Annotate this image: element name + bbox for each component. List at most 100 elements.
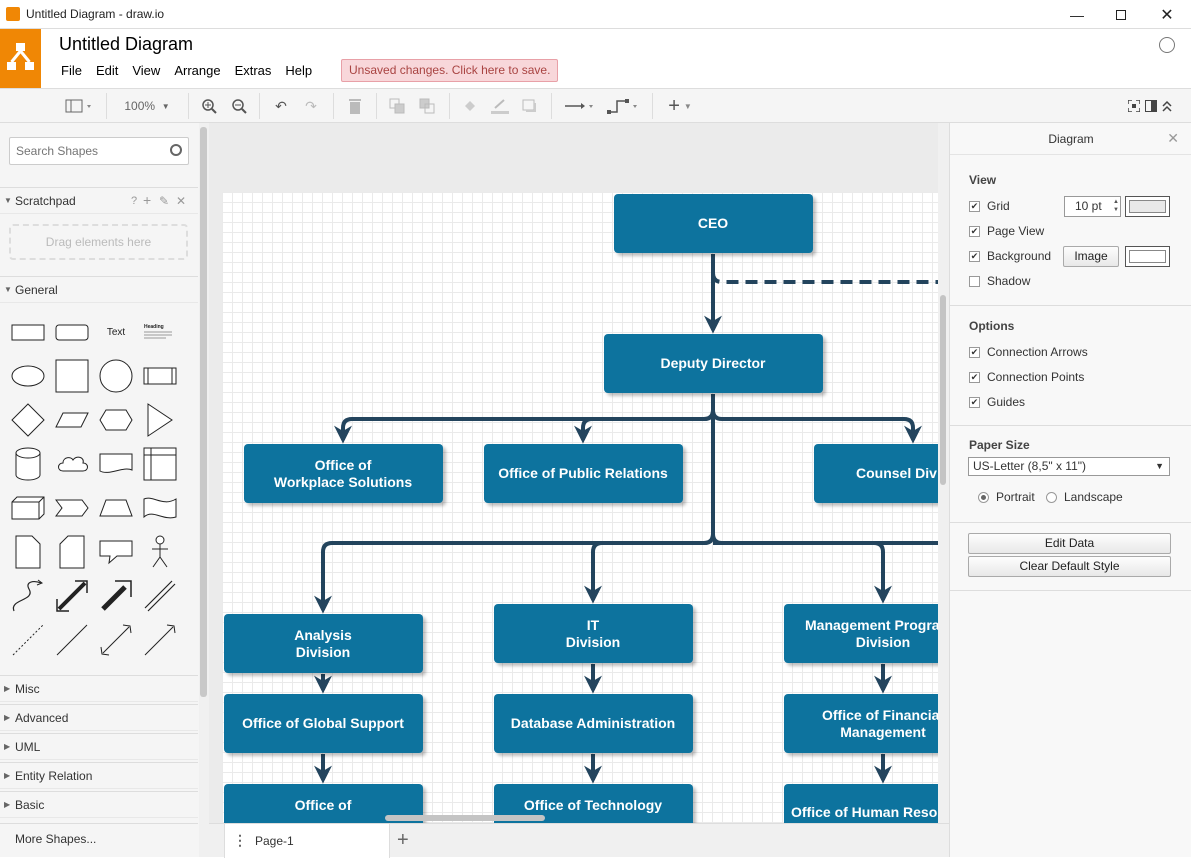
menu-edit[interactable]: Edit: [95, 63, 119, 78]
landscape-option[interactable]: Landscape: [1046, 490, 1123, 504]
node-it-division[interactable]: [494, 604, 693, 663]
minimize-button[interactable]: —: [1070, 6, 1084, 23]
node-management-division[interactable]: [784, 604, 949, 663]
connection-arrows-checkbox[interactable]: ✔: [969, 346, 980, 358]
document-title[interactable]: Untitled Diagram: [59, 34, 194, 54]
scratchpad-add-icon[interactable]: +: [143, 192, 152, 208]
scratchpad-dropzone[interactable]: Drag elements here: [9, 224, 188, 260]
collapse-chevron-icon[interactable]: [1159, 95, 1175, 117]
circle-shape[interactable]: [96, 356, 136, 396]
zoom-dropdown[interactable]: 100% ▼: [124, 99, 170, 113]
portrait-option[interactable]: Portrait: [978, 490, 1035, 504]
menu-arrange[interactable]: Arrange: [174, 63, 221, 78]
canvas-vertical-scrollbar[interactable]: [940, 295, 946, 485]
menu-help[interactable]: Help: [285, 63, 313, 78]
rectangle-shape[interactable]: [8, 312, 48, 352]
shadow-icon[interactable]: [519, 95, 541, 117]
portrait-radio[interactable]: [978, 491, 989, 503]
background-checkbox[interactable]: ✔: [969, 250, 980, 262]
square-shape[interactable]: [52, 356, 92, 396]
format-panel-close-icon[interactable]: ✕: [1167, 130, 1179, 146]
bidirectional-connector-shape[interactable]: [96, 620, 136, 660]
scratchpad-edit-icon[interactable]: ✎: [159, 194, 170, 208]
text-shape[interactable]: Text: [106, 326, 126, 338]
diagram-canvas[interactable]: CEO Deputy Director Office of Workplace …: [209, 123, 949, 823]
background-row[interactable]: ✔Background: [969, 249, 1051, 263]
uml-section-header[interactable]: ▶UML: [0, 733, 198, 760]
advanced-section-header[interactable]: ▶Advanced: [0, 704, 198, 731]
language-globe-icon[interactable]: [1159, 37, 1175, 53]
grid-checkbox[interactable]: ✔: [969, 200, 980, 212]
general-section-header[interactable]: ▼General: [0, 276, 198, 303]
ellipse-shape[interactable]: [8, 356, 48, 396]
node-technology[interactable]: [494, 784, 693, 823]
zoom-out-icon[interactable]: [228, 95, 250, 117]
bidirectional-arrow-shape[interactable]: [52, 576, 92, 616]
undo-icon[interactable]: ↶: [275, 97, 287, 114]
grid-row[interactable]: ✔Grid: [969, 199, 1010, 213]
menu-view[interactable]: View: [132, 63, 161, 78]
connection-points-checkbox[interactable]: ✔: [969, 371, 980, 383]
delete-icon[interactable]: [344, 95, 366, 117]
document-shape[interactable]: [96, 444, 136, 484]
node-public-relations[interactable]: [484, 444, 683, 503]
more-shapes-button[interactable]: More Shapes...: [0, 823, 198, 857]
connection-arrows-row[interactable]: ✔Connection Arrows: [969, 345, 1088, 359]
grid-size-stepper[interactable]: ▲▼: [1113, 199, 1119, 213]
menu-extras[interactable]: Extras: [234, 63, 272, 78]
page-view-row[interactable]: ✔Page View: [969, 224, 1044, 238]
guides-row[interactable]: ✔Guides: [969, 395, 1025, 409]
waypoints-icon[interactable]: [606, 95, 642, 117]
cube-shape[interactable]: [8, 488, 48, 528]
curve-shape[interactable]: [8, 576, 48, 616]
org-chart[interactable]: CEO Deputy Director Office of Workplace …: [209, 123, 949, 823]
node-office-of[interactable]: [224, 784, 423, 823]
grid-size-input[interactable]: 10 pt▲▼: [1064, 196, 1121, 217]
to-back-icon[interactable]: [416, 95, 438, 117]
page-menu-icon[interactable]: ⋮: [233, 832, 247, 848]
node-analysis-division[interactable]: [224, 614, 423, 673]
link-shape[interactable]: [140, 576, 180, 616]
dashed-line-shape[interactable]: [8, 620, 48, 660]
insert-plus-icon[interactable]: +▼: [668, 94, 692, 117]
page-tab[interactable]: ⋮ Page-1: [224, 824, 390, 858]
note-shape[interactable]: [8, 532, 48, 572]
landscape-radio[interactable]: [1046, 491, 1057, 503]
clear-default-style-button[interactable]: Clear Default Style: [968, 556, 1171, 577]
node-ceo[interactable]: [614, 194, 813, 253]
paper-size-select[interactable]: US-Letter (8,5" x 11")▼: [968, 457, 1170, 476]
parallelogram-shape[interactable]: [52, 400, 92, 440]
zoom-in-icon[interactable]: [198, 95, 220, 117]
node-workplace-solutions[interactable]: [244, 444, 443, 503]
search-shapes-field[interactable]: [9, 137, 189, 165]
node-deputy-director[interactable]: [604, 334, 823, 393]
sidebar-scrollbar[interactable]: [200, 127, 207, 697]
arrow-shape[interactable]: [96, 576, 136, 616]
grid-color-swatch[interactable]: [1125, 196, 1170, 217]
guides-checkbox[interactable]: ✔: [969, 396, 980, 408]
cloud-shape[interactable]: [52, 444, 92, 484]
node-financial-management[interactable]: [784, 694, 949, 753]
heading-shape[interactable]: Heading: [138, 312, 178, 352]
redo-icon[interactable]: ↷: [305, 97, 317, 114]
node-database-administration[interactable]: [494, 694, 693, 753]
internal-storage-shape[interactable]: [140, 444, 180, 484]
scratchpad-help-icon[interactable]: ?: [131, 195, 138, 207]
image-button[interactable]: Image: [1063, 246, 1119, 267]
line-color-icon[interactable]: [489, 95, 511, 117]
actor-shape[interactable]: [140, 532, 180, 572]
add-page-icon[interactable]: +: [397, 829, 409, 851]
shadow-row[interactable]: Shadow: [969, 274, 1030, 288]
entity-relation-section-header[interactable]: ▶Entity Relation: [0, 762, 198, 789]
rounded-rectangle-shape[interactable]: [52, 312, 92, 352]
cylinder-shape[interactable]: [8, 444, 48, 484]
card-shape[interactable]: [52, 532, 92, 572]
triangle-shape[interactable]: [140, 400, 180, 440]
connection-style-icon[interactable]: [562, 95, 598, 117]
format-panel-icon[interactable]: [1143, 95, 1159, 117]
fill-color-icon[interactable]: [459, 95, 481, 117]
basic-section-header[interactable]: ▶Basic: [0, 791, 198, 818]
diamond-shape[interactable]: [8, 400, 48, 440]
edge-deputy-publicrelations[interactable]: [574, 394, 715, 444]
unsaved-changes-notice[interactable]: Unsaved changes. Click here to save.: [341, 59, 559, 82]
